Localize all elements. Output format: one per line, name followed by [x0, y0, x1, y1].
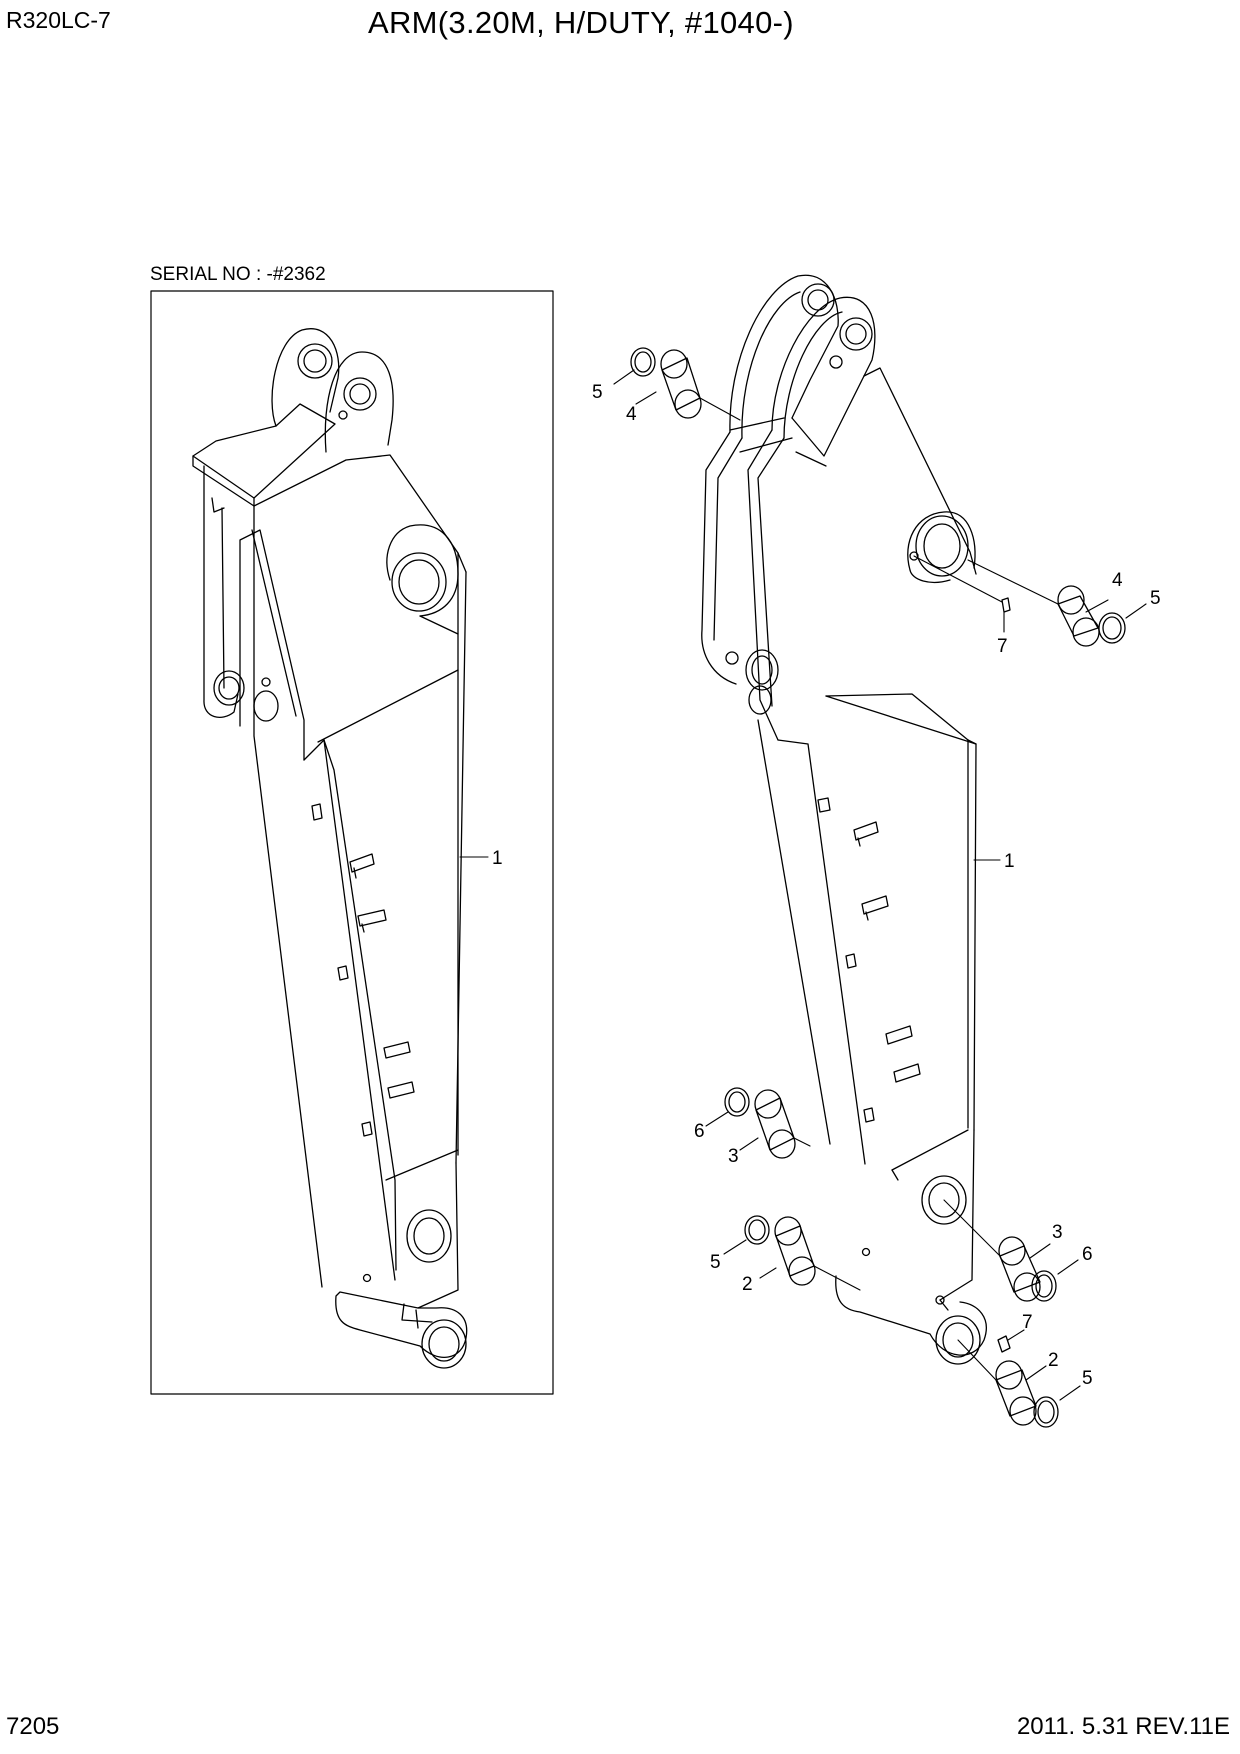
callout-label: 1: [492, 848, 503, 869]
callout-label: 5: [1082, 1368, 1093, 1389]
callout-label: 2: [742, 1274, 753, 1295]
callout-label: 1: [1004, 851, 1015, 872]
main-arm-drawing: [701, 274, 987, 1365]
parts-top: [613, 347, 1147, 647]
callout-labels: 5 4 4 5 7 1 6 3 3 6 5 2 7 2 5: [592, 382, 1161, 1389]
page-title: ARM(3.20M, H/DUTY, #1040-): [368, 5, 794, 40]
serial-number-label: SERIAL NO : -#2362: [150, 264, 326, 285]
page-number: 7205: [6, 1713, 60, 1740]
callout-label: 6: [694, 1121, 705, 1142]
revision-date: 2011. 5.31 REV.11E: [1016, 1713, 1230, 1740]
callout-label: 7: [1022, 1312, 1033, 1333]
inset-frame: [150, 290, 554, 1395]
callout-label: 4: [626, 404, 637, 425]
callout-label: 5: [592, 382, 603, 403]
callout-label: 7: [997, 636, 1008, 657]
callout-label: 5: [710, 1252, 721, 1273]
callout-label: 5: [1150, 588, 1161, 609]
parts-bottom: [705, 859, 1081, 1428]
callout-label: 2: [1048, 1350, 1059, 1371]
model-code: R320LC-7: [6, 7, 111, 33]
inset-arm-drawing: [192, 328, 489, 1369]
callout-label: 4: [1112, 570, 1123, 591]
callout-label: 3: [728, 1146, 739, 1167]
callout-label: 3: [1052, 1222, 1063, 1243]
callout-label: 6: [1082, 1244, 1093, 1265]
